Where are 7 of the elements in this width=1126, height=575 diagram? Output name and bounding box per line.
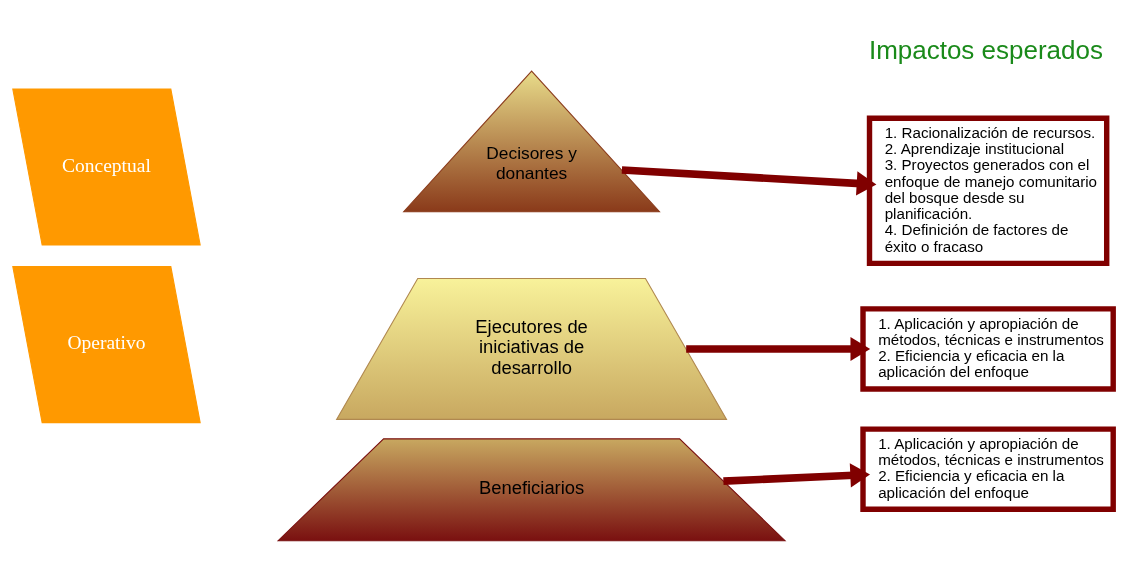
diagram-title: Impactos esperados xyxy=(868,35,1103,66)
node-box: 1. Racionalización de recursos. 2. Aprendizaje institucional 3. Proyectos generados con el enfoque de manejo comunitario del bosque desde su planificación. 4. Definición de factores de éxito o fracaso xyxy=(866,115,1110,267)
node-box: 1. Aplicación y apropiación de métodos, técnicas e instrumentos 2. Eficiencia y eficacia en la aplicación del enfoque xyxy=(860,426,1116,512)
arrow xyxy=(686,336,871,362)
arrow xyxy=(723,463,870,488)
node-box: 1. Aplicación y apropiación de métodos, técnicas e instrumentos 2. Eficiencia y eficacia en la aplicación del enfoque xyxy=(860,306,1116,392)
arrow xyxy=(621,166,877,196)
